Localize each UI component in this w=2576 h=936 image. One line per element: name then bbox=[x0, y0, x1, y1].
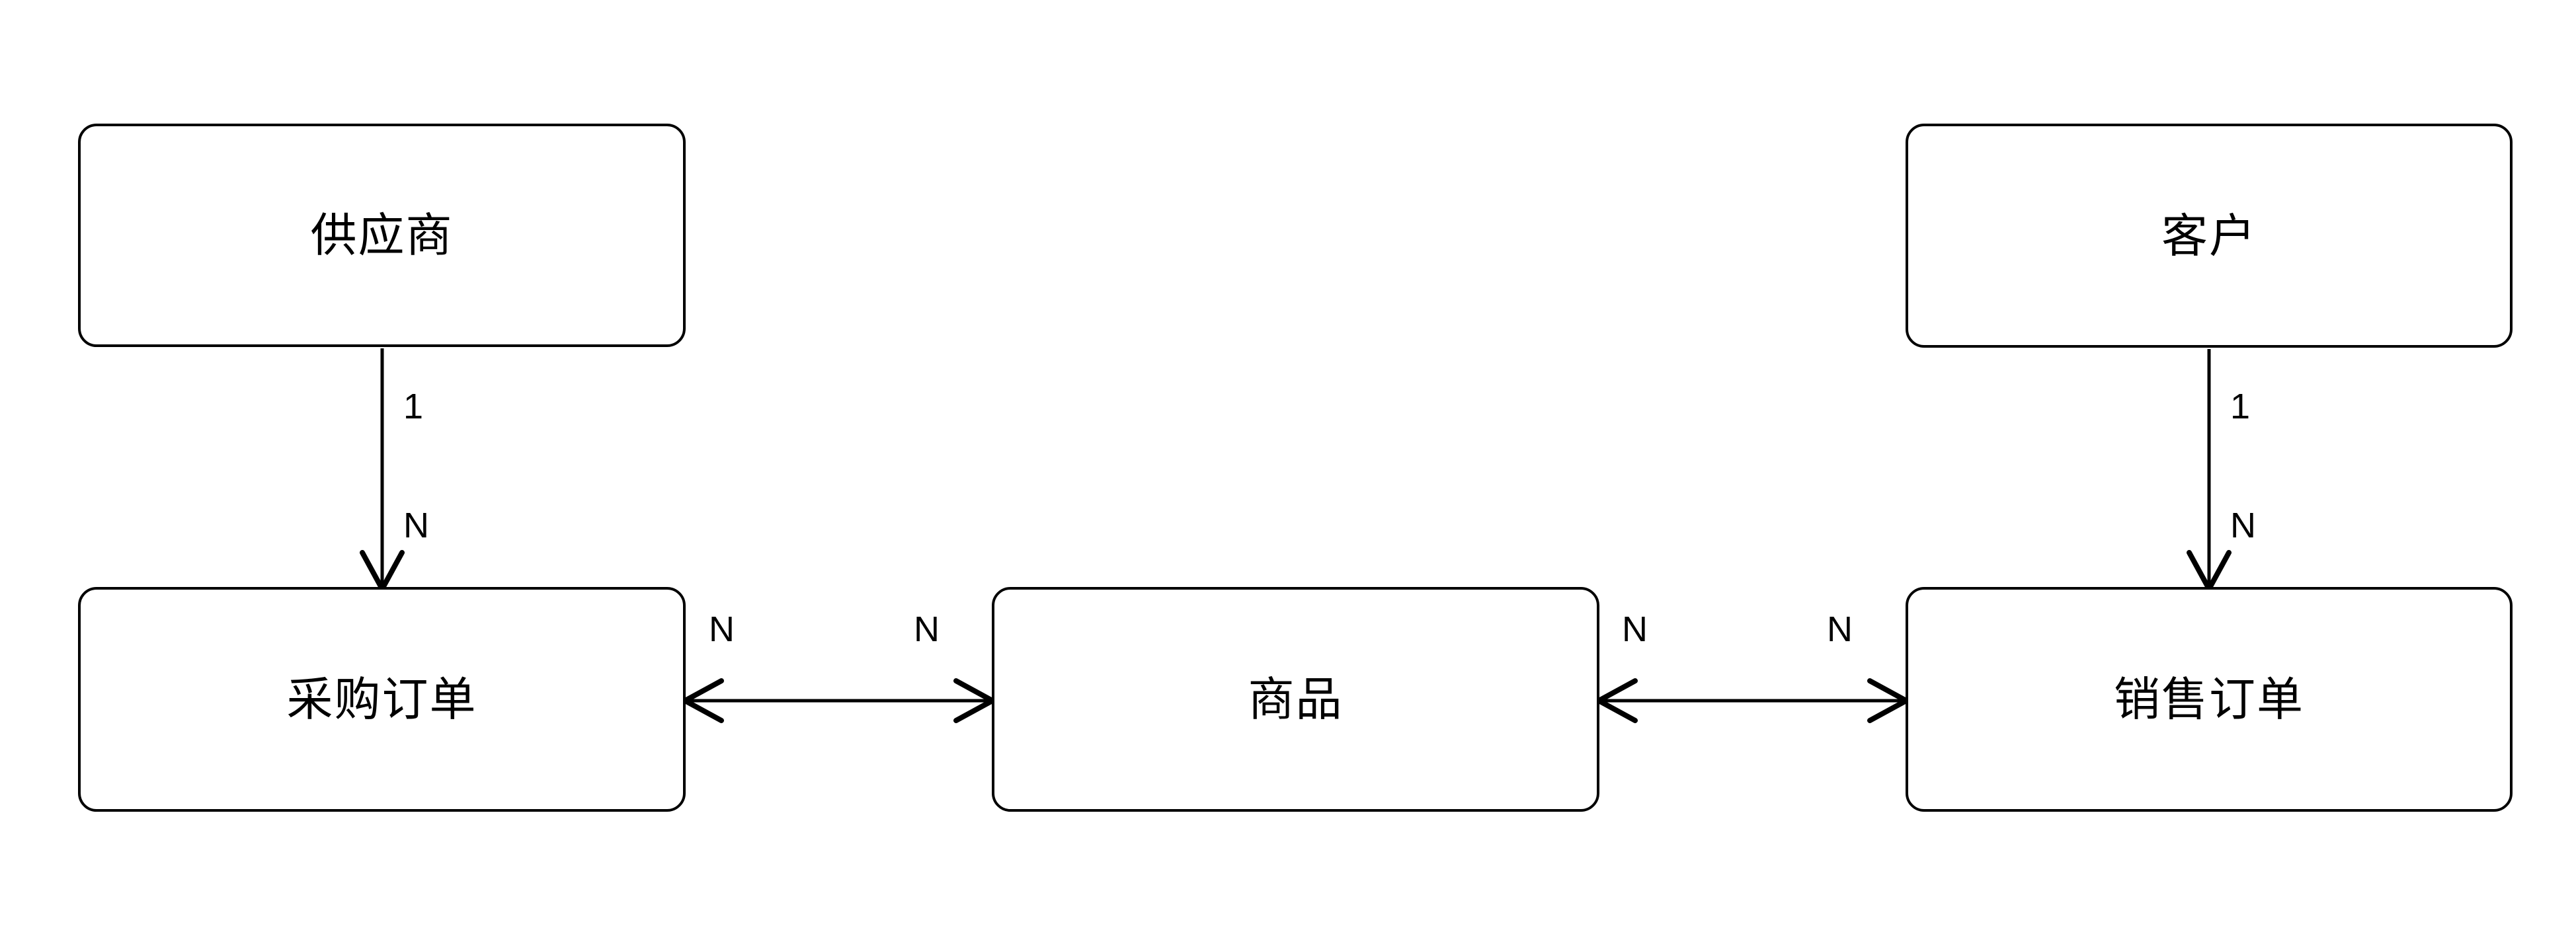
cardinality-product-sales-order-left: N bbox=[1622, 609, 1648, 649]
cardinality-product-sales-order-right: N bbox=[1827, 609, 1853, 649]
entity-customer-label: 客户 bbox=[2161, 208, 2257, 263]
entity-customer[interactable]: 客户 bbox=[1906, 124, 2513, 348]
entity-supplier-label: 供应商 bbox=[310, 208, 454, 262]
entity-sales-order-label: 销售订单 bbox=[2114, 672, 2304, 726]
cardinality-supplier-one: 1 bbox=[403, 387, 424, 426]
entity-purchase-order-label: 采购订单 bbox=[286, 672, 477, 726]
entity-product-label: 商品 bbox=[1248, 672, 1344, 726]
cardinality-purchase-order-product-left: N bbox=[709, 609, 735, 649]
cardinality-customer-one: 1 bbox=[2230, 387, 2251, 426]
entity-product[interactable]: 商品 bbox=[992, 587, 1599, 812]
cardinality-purchase-order-many: N bbox=[403, 506, 429, 545]
entity-supplier[interactable]: 供应商 bbox=[78, 124, 686, 347]
cardinality-sales-order-many: N bbox=[2230, 506, 2256, 545]
entity-purchase-order[interactable]: 采购订单 bbox=[78, 587, 686, 812]
cardinality-purchase-order-product-right: N bbox=[914, 609, 940, 649]
entity-sales-order[interactable]: 销售订单 bbox=[1906, 587, 2513, 812]
